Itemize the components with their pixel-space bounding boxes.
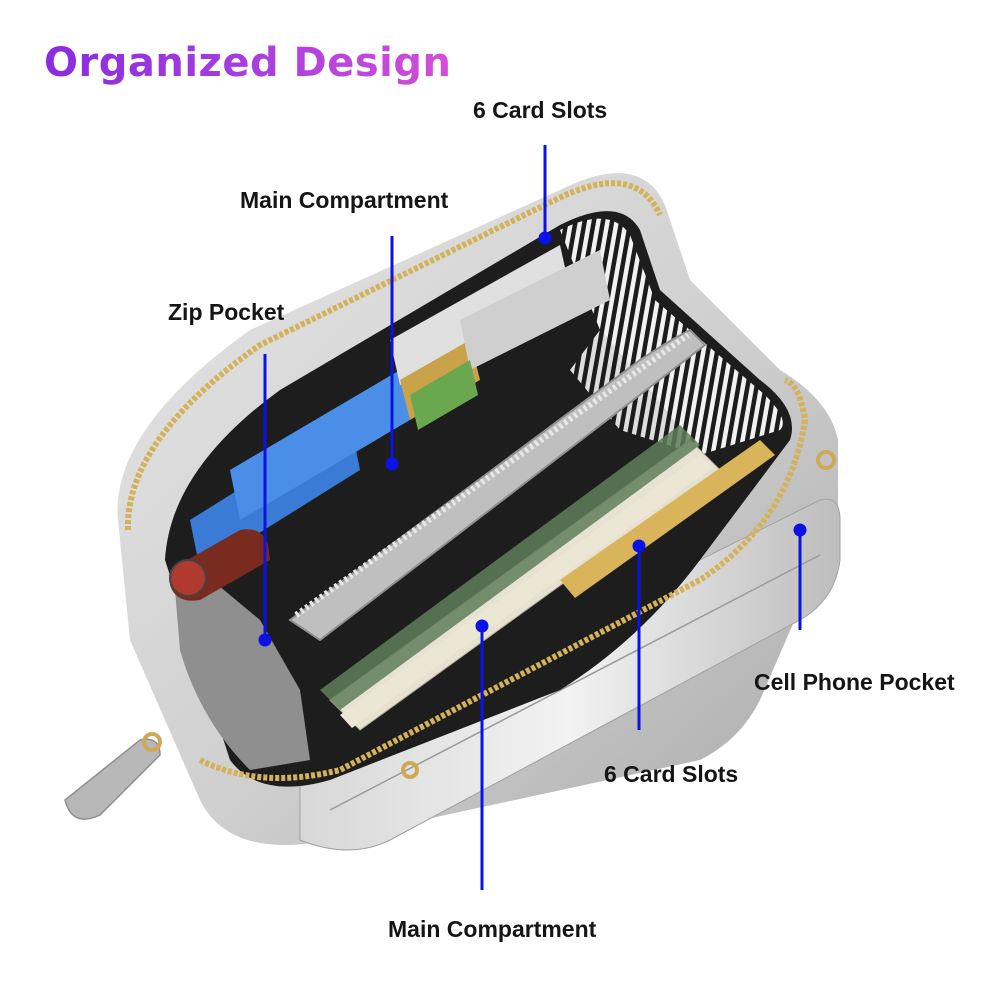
striped-lining [560,218,783,455]
label-main-compartment-bottom: Main Compartment [388,916,597,942]
card-slots-bottom [560,440,775,598]
label-card-slots-top: 6 Card Slots [473,97,608,123]
page-title: Organized Design [44,40,452,86]
lipstick [169,529,270,601]
label-cell-phone-pocket: Cell Phone Pocket [754,669,955,695]
zipper-pull [64,732,162,820]
callout-pointers [258,145,807,890]
label-main-compartment-top: Main Compartment [240,187,449,213]
strap-ring [816,450,836,470]
inner-zip-pouch [288,328,707,642]
label-card-slots-bottom: 6 Card Slots [604,761,739,787]
cash-notes [320,425,721,731]
zip-pocket-pouch [174,567,310,770]
card-slots-top [190,245,610,570]
zipper-bottom [198,377,809,781]
label-zip-pocket: Zip Pocket [168,299,285,325]
